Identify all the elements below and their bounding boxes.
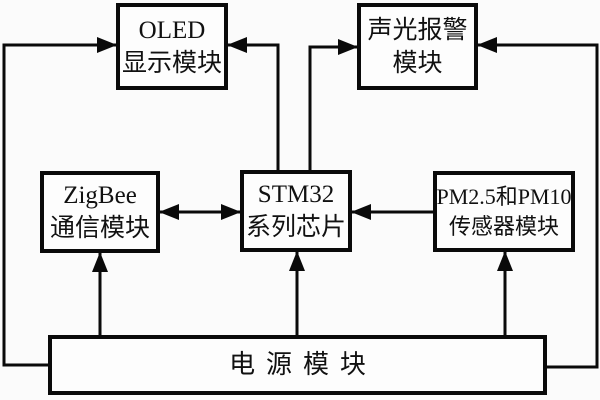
sensor-label-line2: 传感器模块 (448, 213, 559, 239)
alarm-label-line2: 模块 (392, 49, 443, 77)
oled-display-module-box: OLED 显示模块 (116, 3, 228, 90)
stm32-label-line1: STM32 (257, 181, 335, 208)
sensor-label-line1: PM2.5和PM10 (436, 184, 572, 210)
zigbee-comm-module-box: ZigBee 通信模块 (40, 171, 160, 253)
pm-sensor-module-box: PM2.5和PM10 传感器模块 (433, 171, 575, 252)
alarm-label-line1: 声光报警 (367, 16, 468, 44)
wire-stm32-to-alarm (308, 39, 358, 170)
power-module-box: 电源模块 (48, 335, 547, 395)
oled-label-line2: 显示模块 (121, 49, 222, 77)
oled-label-line1: OLED (138, 16, 206, 44)
stm32-chip-box: STM32 系列芯片 (240, 170, 352, 252)
wire-power-to-alarm (477, 37, 599, 369)
wire-power-to-oled (2, 37, 117, 367)
zigbee-label-line2: 通信模块 (49, 215, 150, 242)
zigbee-label-line1: ZigBee (63, 182, 137, 209)
sound-light-alarm-module-box: 声光报警 模块 (357, 3, 478, 90)
power-label-line1: 电源模块 (229, 349, 377, 379)
wire-stm32-to-oled (227, 37, 280, 170)
stm32-label-line2: 系列芯片 (245, 214, 346, 241)
